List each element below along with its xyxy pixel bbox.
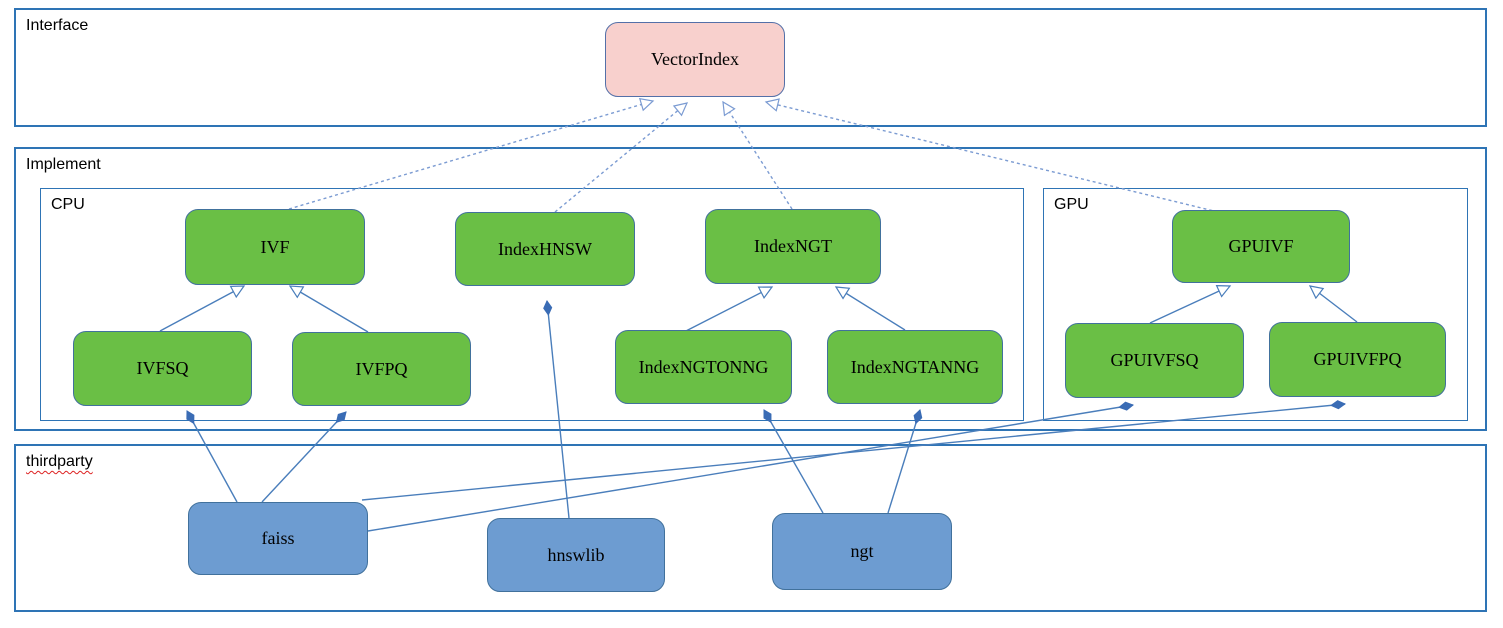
node-IVFSQ[interactable]: IVFSQ bbox=[73, 331, 252, 406]
edge-faiss-GPUIVFPQ bbox=[361, 400, 1347, 501]
group-gpu: GPU bbox=[1043, 188, 1468, 421]
node-label: IndexHNSW bbox=[498, 238, 592, 259]
group-implement-label: Implement bbox=[26, 156, 101, 173]
node-label: GPUIVFSQ bbox=[1110, 350, 1199, 370]
node-GPUIVFPQ[interactable]: GPUIVFPQ bbox=[1269, 322, 1446, 397]
node-VectorIndex[interactable]: VectorIndex bbox=[605, 22, 785, 97]
node-label: GPUIVF bbox=[1228, 236, 1294, 256]
node-GPUIVF[interactable]: GPUIVF bbox=[1172, 210, 1350, 283]
node-faiss[interactable]: faiss bbox=[188, 502, 368, 575]
edge-IndexNGTANNG-IndexNGT bbox=[834, 286, 906, 331]
group-implement: Implement bbox=[14, 147, 1487, 431]
node-label: ngt bbox=[850, 541, 874, 561]
group-gpu-label: GPU bbox=[1054, 196, 1089, 213]
group-thirdparty: thirdparty bbox=[14, 444, 1487, 612]
edge-ngt-IndexNGTANNG bbox=[887, 409, 923, 514]
edge-GPUIVFSQ-GPUIVF bbox=[1149, 284, 1232, 324]
edge-IVFPQ-IVF bbox=[288, 285, 369, 333]
node-IndexHNSW[interactable]: IndexHNSW bbox=[455, 212, 635, 286]
edge-GPUIVFPQ-GPUIVF bbox=[1308, 285, 1358, 323]
node-label: faiss bbox=[261, 528, 295, 548]
node-IndexNGTONNG[interactable]: IndexNGTONNG bbox=[615, 330, 792, 404]
node-ngt[interactable]: ngt bbox=[772, 513, 952, 590]
edge-IVFSQ-IVF bbox=[159, 285, 246, 332]
edge-GPUIVF-VectorIndex bbox=[764, 98, 1219, 213]
node-label: IndexNGTONNG bbox=[638, 356, 769, 377]
group-cpu: CPU bbox=[40, 188, 1024, 421]
node-label: IVF bbox=[260, 236, 290, 257]
edge-IndexHNSW-VectorIndex bbox=[554, 102, 689, 213]
node-label: GPUIVFPQ bbox=[1313, 349, 1402, 369]
edge-faiss-IVFSQ bbox=[186, 410, 238, 503]
edge-hnswlib-IndexHNSW bbox=[543, 299, 570, 519]
node-label: IndexNGT bbox=[754, 236, 832, 256]
node-hnswlib[interactable]: hnswlib bbox=[487, 518, 665, 592]
edge-faiss-IVFPQ bbox=[261, 411, 347, 503]
edge-IndexNGTONNG-IndexNGT bbox=[681, 286, 774, 334]
edge-faiss-GPUIVFSQ bbox=[367, 401, 1134, 532]
group-interface: Interface bbox=[14, 8, 1487, 127]
node-GPUIVFSQ[interactable]: GPUIVFSQ bbox=[1065, 323, 1244, 398]
group-cpu-label: CPU bbox=[51, 196, 85, 213]
node-IndexNGTANNG[interactable]: IndexNGTANNG bbox=[827, 330, 1003, 404]
node-label: hnswlib bbox=[547, 544, 605, 565]
node-IVFPQ[interactable]: IVFPQ bbox=[292, 332, 471, 406]
edge-IndexNGT-VectorIndex bbox=[722, 100, 793, 210]
node-label: IVFPQ bbox=[355, 358, 408, 379]
node-label: VectorIndex bbox=[651, 49, 739, 69]
edge-IVF-VectorIndex bbox=[288, 97, 655, 210]
node-label: IVFSQ bbox=[136, 358, 189, 378]
group-thirdparty-label: thirdparty bbox=[26, 453, 93, 470]
node-IndexNGT[interactable]: IndexNGT bbox=[705, 209, 881, 284]
node-label: IndexNGTANNG bbox=[850, 356, 980, 377]
group-interface-label: Interface bbox=[26, 17, 89, 34]
node-IVF[interactable]: IVF bbox=[185, 209, 365, 285]
